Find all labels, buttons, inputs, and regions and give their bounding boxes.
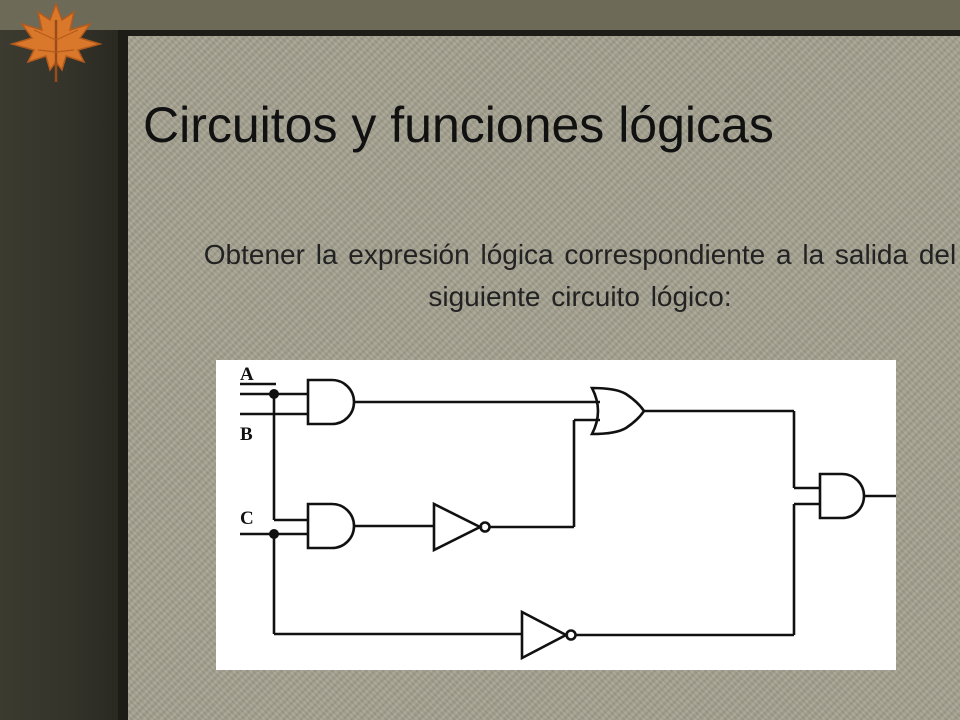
or-gate-1 — [589, 386, 646, 436]
maple-leaf-icon — [4, 0, 108, 84]
not-gate-2 — [520, 609, 569, 661]
junction-dot-b — [269, 389, 279, 399]
input-label-a: A — [240, 364, 254, 385]
top-bar — [0, 0, 960, 30]
instruction-text: Obtener la expresión lógica correspondie… — [203, 239, 957, 312]
input-label-b: B — [240, 424, 253, 445]
junction-dot-c — [269, 529, 279, 539]
left-band — [0, 30, 118, 720]
not-gate-2-bubble — [565, 629, 577, 641]
and-gate-2 — [306, 502, 356, 550]
and-gate-1 — [306, 378, 356, 426]
not-gate-1-bubble — [479, 521, 491, 533]
slide-title: Circuitos y funciones lógicas — [143, 97, 774, 153]
logic-circuit-diagram: A B C — [216, 360, 896, 670]
not-gate-1 — [432, 501, 483, 553]
input-label-c: C — [240, 508, 254, 529]
and-gate-3 — [818, 472, 866, 520]
